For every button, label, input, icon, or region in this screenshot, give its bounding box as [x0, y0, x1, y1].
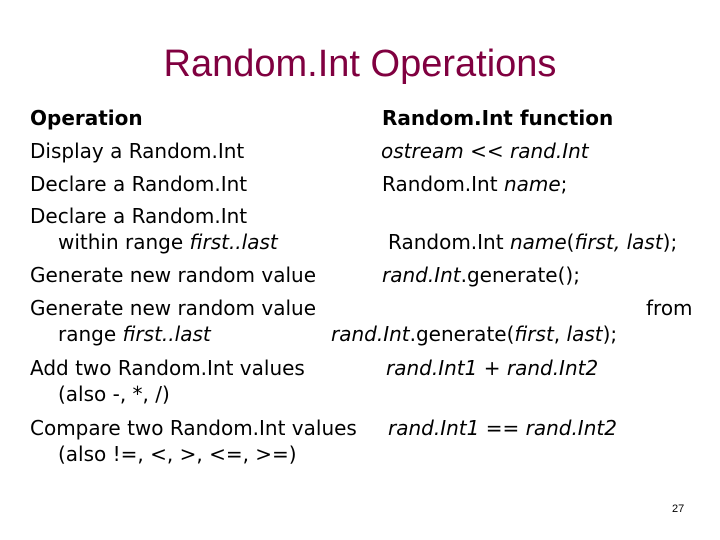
declare-range-open-paren: (	[566, 230, 575, 254]
declare-range-bounds: first..last	[189, 230, 278, 254]
declare-range-args: first, last	[574, 230, 663, 254]
display-function-text: ostream << rand.Int	[381, 139, 589, 163]
row-generate-range-operation-2: range first..last	[58, 321, 211, 347]
generate-range-last: last	[566, 322, 603, 346]
generate-range-close: );	[602, 322, 618, 346]
header-function: Random.Int function	[382, 106, 614, 130]
declare-range-type: Random.Int	[388, 230, 510, 254]
row-compare-function: rand.Int1 == rand.Int2	[388, 415, 617, 441]
generate-object: rand.Int	[382, 263, 461, 287]
generate-range-prefix: range	[58, 322, 123, 346]
row-declare-operation: Declare a Random.Int	[30, 172, 248, 196]
page-number: 27	[672, 503, 685, 515]
row-declare-range-operation-2: within range first..last	[58, 229, 278, 255]
generate-call: .generate();	[460, 263, 580, 287]
row-display-operation: Display a Random.Int	[30, 139, 245, 163]
declare-name: name	[503, 172, 561, 196]
generate-range-object: rand.Int	[331, 322, 410, 346]
generate-range-call: .generate(	[409, 322, 515, 346]
compare-operator: ==	[479, 416, 526, 440]
generate-range-comma: ,	[553, 322, 567, 346]
slide-title: Random.Int Operations	[163, 43, 557, 85]
declare-range-prefix: within range	[58, 230, 190, 254]
declare-range-name: name	[509, 230, 567, 254]
row-declare-range-operation: Declare a Random.Int	[30, 204, 248, 228]
declare-semicolon: ;	[560, 172, 568, 196]
generate-range-first: first	[514, 322, 554, 346]
row-add-operation: Add two Random.Int values	[30, 356, 305, 380]
row-generate-operation: Generate new random value	[30, 263, 317, 287]
row-add-operation-2: (also -, *, /)	[58, 382, 170, 406]
declare-type: Random.Int	[382, 172, 504, 196]
row-display-function: ostream << rand.Int	[381, 138, 589, 164]
generate-range-bounds: first..last	[122, 322, 211, 346]
row-generate-function: rand.Int.generate();	[382, 262, 580, 288]
row-generate-range-operation: Generate new random value	[30, 296, 317, 320]
row-declare-range-function: Random.Int name(first, last);	[388, 229, 677, 255]
row-generate-range-function: rand.Int.generate(first, last);	[331, 321, 617, 347]
add-operator: +	[477, 356, 507, 380]
row-declare-function: Random.Int name;	[382, 171, 567, 197]
compare-left: rand.Int1	[388, 416, 480, 440]
compare-right: rand.Int2	[525, 416, 617, 440]
add-right: rand.Int2	[506, 356, 599, 380]
row-generate-range-from: from	[646, 296, 693, 320]
row-add-function: rand.Int1 + rand.Int2	[386, 355, 598, 381]
header-operation: Operation	[30, 106, 143, 130]
row-compare-operation-2: (also !=, <, >, <=, >=)	[58, 442, 297, 466]
declare-range-close: );	[662, 230, 678, 254]
add-left: rand.Int1	[386, 356, 478, 380]
row-compare-operation: Compare two Random.Int values	[30, 416, 357, 440]
